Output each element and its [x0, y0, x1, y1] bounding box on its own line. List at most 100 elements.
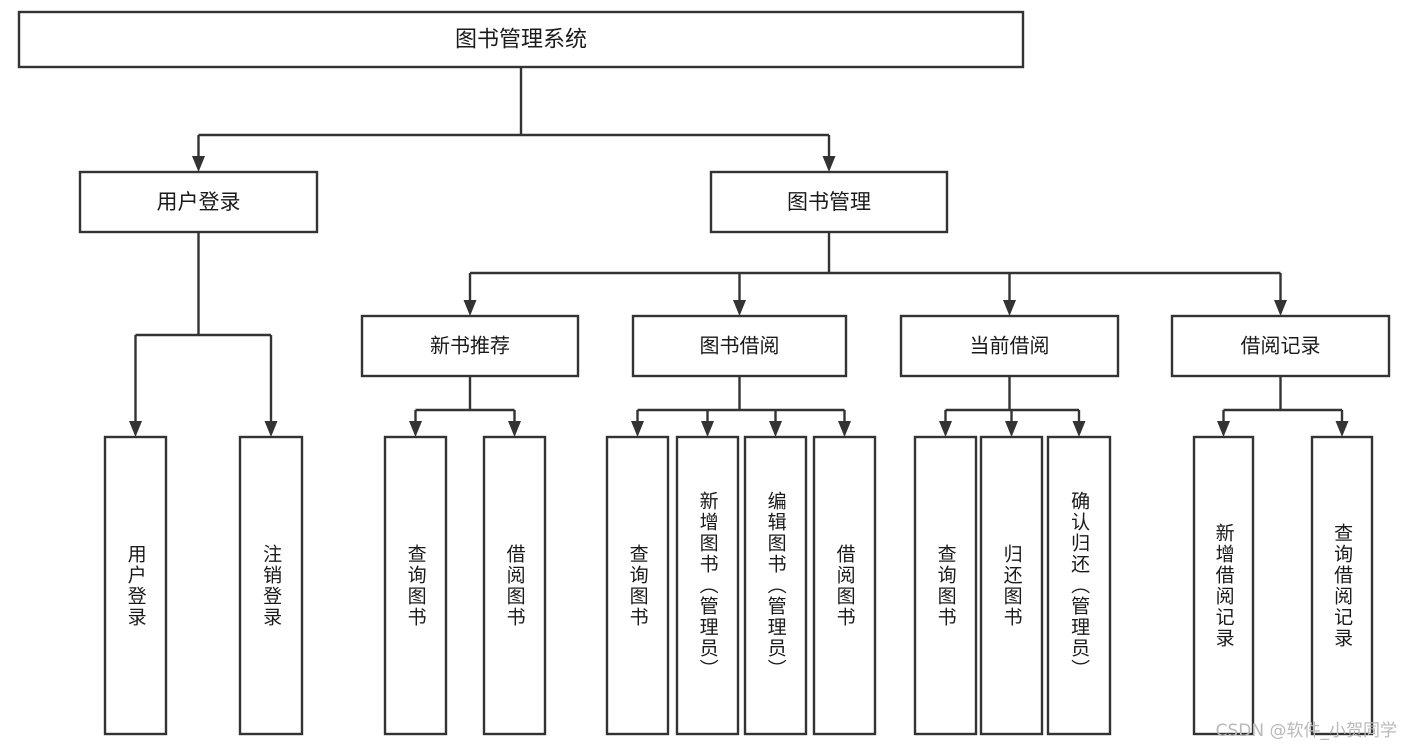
edge-arrowhead-icon — [822, 156, 836, 172]
node-label-wrap: 查询图书 — [626, 543, 649, 628]
node-leaf-logout: 注销登录 — [238, 435, 304, 736]
node-label: 新书推荐 — [430, 334, 510, 358]
node-leaf-query-book-c: 查询图书 — [913, 435, 978, 736]
node-box — [238, 435, 304, 736]
edge-arrowhead-icon — [733, 300, 746, 316]
node-leaf-user-login: 用户登录 — [103, 435, 168, 736]
edge-arrowhead-icon — [1072, 421, 1086, 437]
node-leaf-confirm-return: 确认归还（管理员） — [1046, 435, 1112, 736]
edge-arrowhead-icon — [769, 421, 782, 437]
node-box — [631, 314, 848, 378]
node-box — [675, 435, 740, 736]
node-box — [709, 170, 949, 234]
node-leaf-query-book-a: 查询图书 — [383, 435, 448, 736]
node-leaf-add-book: 新增图书（管理员） — [675, 435, 740, 736]
edge-group-book-mgmt — [463, 232, 1287, 316]
edge-arrowhead-icon — [409, 421, 422, 437]
node-box — [103, 435, 168, 736]
node-label: 查询图书 — [934, 543, 957, 628]
node-book-borrow: 图书借阅 — [631, 314, 848, 378]
node-label-wrap: 查询图书 — [934, 543, 957, 628]
node-label: 图书管理 — [787, 190, 871, 214]
node-label: 查询图书 — [404, 543, 427, 628]
node-leaf-edit-book: 编辑图书（管理员） — [743, 435, 808, 736]
edge-arrowhead-icon — [1003, 300, 1016, 316]
edge-group-current-borrow — [939, 376, 1086, 437]
connector-links-layer — [129, 67, 1349, 437]
node-label: 借阅图书 — [503, 543, 526, 628]
node-book-mgmt: 图书管理 — [709, 170, 949, 234]
nodes-layer: 图书管理系统用户登录图书管理新书推荐图书借阅当前借阅借阅记录用户登录注销登录查询… — [17, 10, 1391, 736]
node-label: 借阅图书 — [833, 543, 856, 628]
node-box — [913, 435, 978, 736]
node-box — [979, 435, 1044, 736]
node-label-wrap: 确认归还（管理员） — [1068, 491, 1091, 680]
node-current-borrow: 当前借阅 — [899, 314, 1120, 378]
node-leaf-borrow-book-a: 借阅图书 — [482, 435, 547, 736]
edge-group-new-book-rec — [409, 376, 521, 437]
node-box — [383, 435, 448, 736]
node-root: 图书管理系统 — [17, 10, 1025, 69]
edge-arrowhead-icon — [463, 300, 477, 316]
node-label-wrap: 借阅图书 — [503, 543, 526, 628]
node-leaf-return-book: 归还图书 — [979, 435, 1044, 736]
node-leaf-add-record: 新增借阅记录 — [1192, 435, 1255, 736]
edge-arrowhead-icon — [701, 421, 714, 437]
edge-group-book-borrow — [631, 376, 851, 437]
edge-arrowhead-icon — [1274, 300, 1287, 316]
edge-arrowhead-icon — [1335, 421, 1349, 437]
node-box — [1170, 314, 1391, 378]
node-label: 查询借阅记录 — [1331, 522, 1354, 649]
node-label-wrap: 用户登录 — [124, 543, 147, 628]
edge-group-user-login — [129, 232, 278, 437]
node-box — [743, 435, 808, 736]
edge-group-borrow-record — [1217, 376, 1349, 437]
node-label: 确认归还（管理员） — [1068, 491, 1091, 680]
node-label: 用户登录 — [157, 190, 241, 214]
node-label: 图书借阅 — [700, 334, 780, 358]
node-label-wrap: 编辑图书（管理员） — [764, 491, 787, 680]
node-label: 当前借阅 — [970, 334, 1050, 358]
node-label: 查询图书 — [626, 543, 649, 628]
edge-arrowhead-icon — [1005, 421, 1018, 437]
edge-arrowhead-icon — [631, 421, 644, 437]
node-label: 新增借阅记录 — [1212, 522, 1235, 649]
node-label-wrap: 新增图书（管理员） — [696, 491, 719, 680]
node-label-wrap: 查询图书 — [404, 543, 427, 628]
node-label-wrap: 查询借阅记录 — [1331, 522, 1354, 649]
node-borrow-record: 借阅记录 — [1170, 314, 1391, 378]
node-label: 用户登录 — [124, 543, 147, 628]
edge-arrowhead-icon — [192, 156, 205, 172]
edge-arrowhead-icon — [939, 421, 952, 437]
node-box — [1310, 435, 1374, 736]
node-box — [605, 435, 670, 736]
edge-arrowhead-icon — [508, 421, 521, 437]
node-label-wrap: 注销登录 — [260, 543, 283, 628]
node-label-wrap: 归还图书 — [1000, 543, 1023, 628]
node-box — [1192, 435, 1255, 736]
node-label: 借阅记录 — [1241, 334, 1321, 358]
node-box — [899, 314, 1120, 378]
node-box — [812, 435, 877, 736]
node-box — [360, 314, 580, 378]
node-box — [17, 10, 1025, 69]
edge-arrowhead-icon — [838, 421, 851, 437]
node-box — [78, 170, 319, 234]
node-label: 注销登录 — [260, 543, 283, 628]
node-leaf-borrow-book-b: 借阅图书 — [812, 435, 877, 736]
edge-arrowhead-icon — [264, 421, 278, 437]
node-leaf-query-record: 查询借阅记录 — [1310, 435, 1374, 736]
node-box — [482, 435, 547, 736]
node-box — [1046, 435, 1112, 736]
node-label-wrap: 新增借阅记录 — [1212, 522, 1235, 649]
node-new-book-rec: 新书推荐 — [360, 314, 580, 378]
node-label: 编辑图书（管理员） — [764, 491, 787, 680]
node-label: 新增图书（管理员） — [696, 491, 719, 680]
node-user-login: 用户登录 — [78, 170, 319, 234]
node-label: 归还图书 — [1000, 543, 1023, 628]
node-label: 图书管理系统 — [455, 28, 587, 53]
edge-group-root — [192, 67, 836, 172]
node-label-wrap: 借阅图书 — [833, 543, 856, 628]
node-leaf-query-book-b: 查询图书 — [605, 435, 670, 736]
